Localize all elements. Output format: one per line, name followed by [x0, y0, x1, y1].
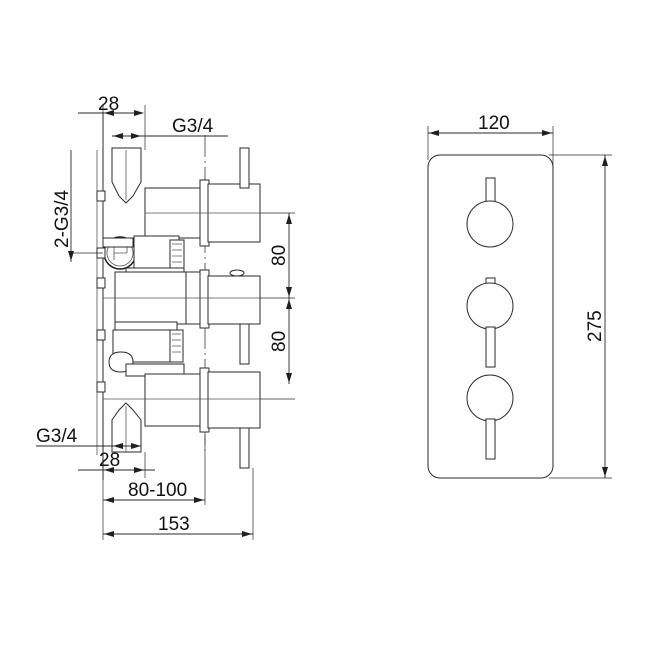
lower-body-rib-lines [172, 333, 181, 353]
bottom-cartridge-body [145, 374, 202, 426]
control-top-knob[interactable] [467, 201, 513, 247]
top-spindle-stem [240, 148, 249, 188]
dim-2g34-left: 2-G3/4 [52, 150, 103, 262]
boss-lower-upper [97, 330, 105, 340]
dim-g34-top-label: G3/4 [172, 116, 214, 137]
bottom-cartridge-collar [208, 372, 260, 428]
bottom-inlet-thread [112, 443, 141, 452]
dim-28-bottom-arrow-right [134, 467, 144, 473]
top-inlet-thread [112, 148, 141, 158]
dim-28-top-label: 28 [98, 94, 119, 115]
bottom-cartridge [103, 368, 260, 468]
dim-80-lower-arrow-top [286, 299, 292, 309]
dim-80-100-arrow-left [104, 497, 114, 503]
dim-g34-bottom-arrow-left [113, 443, 123, 449]
dim-275-arrow-bottom [602, 467, 608, 477]
bottom-inlet-body [112, 403, 141, 452]
dim-28-top-arrow-right [134, 110, 144, 116]
bottom-inlet-assembly [112, 403, 141, 452]
dim-80-100-label: 80-100 [128, 480, 187, 501]
middle-cartridge-vent [230, 270, 244, 276]
dim-153: 153 [102, 468, 254, 540]
dim-g34-top-arrow-left [113, 133, 123, 139]
top-inlet-assembly [112, 148, 141, 203]
dim-153-arrow-left [104, 531, 114, 537]
boss-middle-lower [97, 278, 105, 288]
dim-28-top-arrow-left [104, 110, 114, 116]
dim-g34-top-arrow-right [131, 133, 141, 139]
dim-80-100: 80-100 [103, 435, 206, 505]
dim-80-100-arrow-right [194, 497, 204, 503]
top-cartridge [145, 148, 260, 246]
front-view-group: 120 275 [428, 113, 612, 478]
dim-80-upper: 80 [260, 212, 295, 299]
dim-80-lower-label: 80 [269, 331, 290, 352]
dim-2g34-label: 2-G3/4 [52, 189, 73, 248]
boss-upper [97, 191, 105, 201]
top-inlet-body [112, 148, 141, 203]
outlet-port-top-boss [103, 238, 133, 247]
middle-cartridge [103, 270, 260, 364]
dim-275-arrow-top [602, 156, 608, 166]
dim-28-bottom-label: 28 [99, 450, 120, 471]
control-top-group [467, 178, 513, 247]
boss-lower [97, 382, 105, 392]
control-bottom-lever [486, 419, 495, 459]
control-bottom-group [467, 375, 513, 459]
dim-28-bottom: 28 [78, 450, 155, 478]
dim-2g34-arrow-bottom [68, 251, 74, 261]
control-bottom-knob[interactable] [467, 375, 513, 421]
dim-g34-top: G3/4 [112, 116, 228, 139]
dim-28-bottom-arrow-left [104, 467, 114, 473]
dim-80-upper-label: 80 [269, 245, 290, 266]
dim-80-lower: 80 [260, 298, 295, 400]
bottom-spindle-stem [240, 428, 249, 468]
middle-cartridge-collar [208, 276, 260, 324]
control-middle-lever [486, 327, 495, 367]
outlet-port-detail [113, 246, 128, 260]
dim-g34-bottom-arrow-right [131, 443, 141, 449]
middle-spindle-stem [240, 324, 249, 364]
mounting-face-bosses [97, 191, 105, 392]
dim-120-arrow-right [542, 130, 552, 136]
dim-28-top: 28 [78, 94, 146, 150]
dim-120: 120 [427, 113, 554, 180]
dim-153-label: 153 [158, 514, 190, 535]
dim-g34-bottom-label: G3/4 [36, 426, 78, 447]
dim-80-upper-arrow-bottom [286, 287, 292, 297]
dim-120-arrow-left [429, 130, 439, 136]
side-view-group: 28 G3/4 2-G3/4 G3/4 [36, 94, 295, 540]
dim-120-label: 120 [478, 113, 510, 134]
outlet-port-rib-lines [172, 243, 182, 269]
dim-275-label: 275 [585, 310, 606, 342]
dim-80-lower-arrow-bottom [286, 373, 292, 383]
dim-g34-bottom: G3/4 [36, 426, 141, 449]
control-middle-knob[interactable] [467, 283, 513, 329]
lower-body-block [109, 322, 184, 376]
dim-80-upper-arrow-top [286, 214, 292, 224]
dim-153-arrow-right [242, 531, 252, 537]
dim-275: 275 [549, 154, 612, 479]
control-middle-group [467, 278, 513, 367]
